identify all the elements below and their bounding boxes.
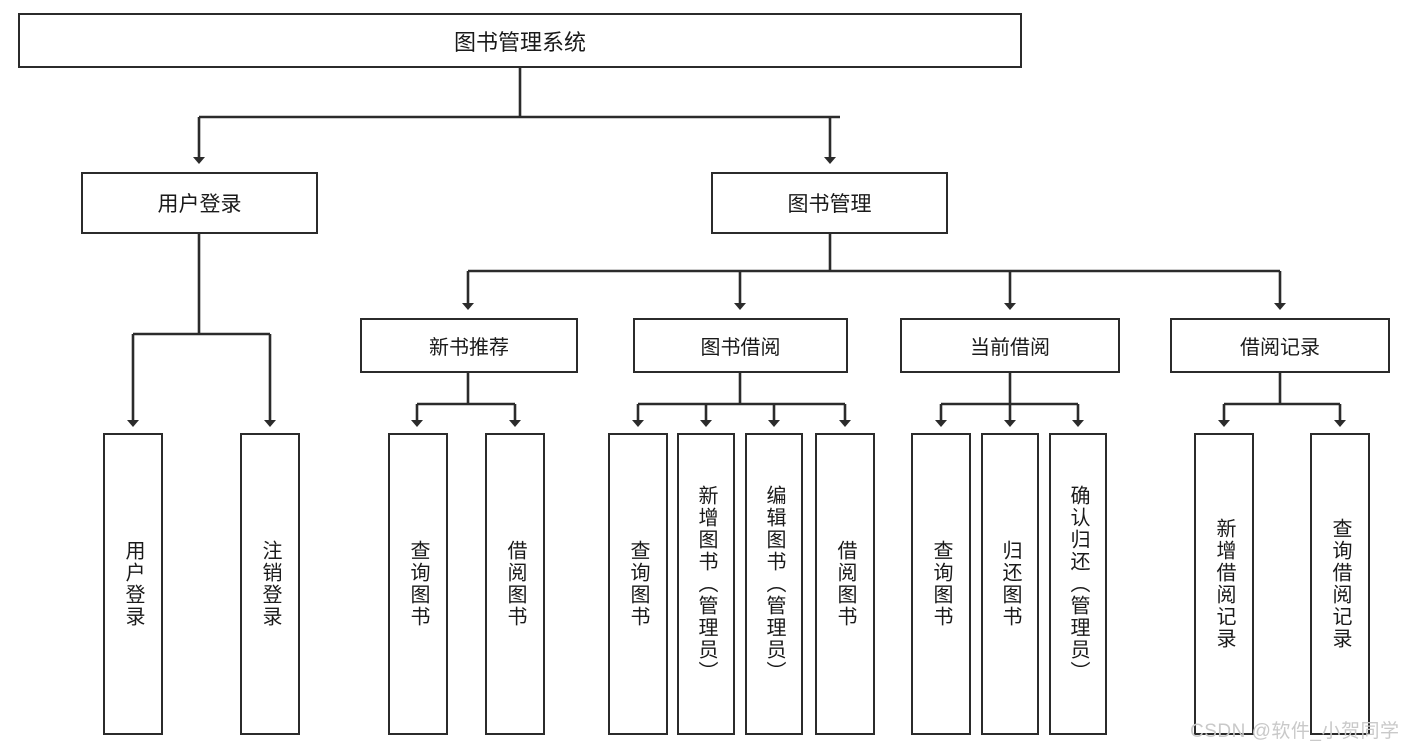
leaf-book-borrow-borrow[interactable]: 借阅图书	[815, 433, 875, 735]
leaf-new-book-borrow[interactable]: 借阅图书	[485, 433, 545, 735]
leaf-new-book-query[interactable]: 查询图书	[388, 433, 448, 735]
node-book-management-label: 图书管理	[787, 193, 872, 216]
leaf-book-borrow-edit[interactable]: 编辑图书（管理员）	[745, 433, 803, 735]
leaf-label: 注销登录	[259, 540, 281, 628]
leaf-label: 新增借阅记录	[1213, 518, 1235, 650]
node-user-login-label: 用户登录	[157, 193, 242, 216]
watermark: CSDN @软件_小贺同学	[1190, 721, 1400, 742]
leaf-label: 用户登录	[122, 540, 144, 628]
node-borrow-record-label: 借阅记录	[1240, 337, 1320, 359]
leaf-current-borrow-query[interactable]: 查询图书	[911, 433, 971, 735]
leaf-label: 借阅图书	[504, 540, 526, 628]
leaf-label: 编辑图书（管理员）	[763, 485, 785, 683]
leaf-book-borrow-query[interactable]: 查询图书	[608, 433, 668, 735]
node-book-borrow-label: 图书借阅	[700, 337, 781, 359]
leaf-borrow-record-query[interactable]: 查询借阅记录	[1310, 433, 1370, 735]
node-user-login[interactable]: 用户登录	[81, 172, 318, 234]
leaf-label: 查询图书	[930, 540, 952, 628]
node-book-management[interactable]: 图书管理	[711, 172, 948, 234]
leaf-book-borrow-add[interactable]: 新增图书（管理员）	[677, 433, 735, 735]
node-new-book-recommend-label: 新书推荐	[429, 337, 509, 359]
leaf-user-login-login[interactable]: 用户登录	[103, 433, 163, 735]
node-root[interactable]: 图书管理系统	[18, 13, 1022, 68]
leaf-label: 查询图书	[627, 540, 649, 628]
leaf-label: 查询借阅记录	[1329, 518, 1351, 650]
node-borrow-record[interactable]: 借阅记录	[1170, 318, 1390, 373]
leaf-label: 借阅图书	[834, 540, 856, 628]
leaf-label: 归还图书	[999, 540, 1021, 628]
node-root-label: 图书管理系统	[453, 29, 586, 55]
leaf-current-borrow-return[interactable]: 归还图书	[981, 433, 1039, 735]
leaf-borrow-record-add[interactable]: 新增借阅记录	[1194, 433, 1254, 735]
node-new-book-recommend[interactable]: 新书推荐	[360, 318, 578, 373]
node-current-borrow-label: 当前借阅	[970, 337, 1050, 359]
leaf-label: 确认归还（管理员）	[1067, 485, 1089, 683]
node-book-borrow[interactable]: 图书借阅	[633, 318, 848, 373]
leaf-user-login-logout[interactable]: 注销登录	[240, 433, 300, 735]
leaf-label: 查询图书	[407, 540, 429, 628]
leaf-current-borrow-confirm-return[interactable]: 确认归还（管理员）	[1049, 433, 1107, 735]
node-current-borrow[interactable]: 当前借阅	[900, 318, 1120, 373]
leaf-label: 新增图书（管理员）	[695, 485, 717, 683]
